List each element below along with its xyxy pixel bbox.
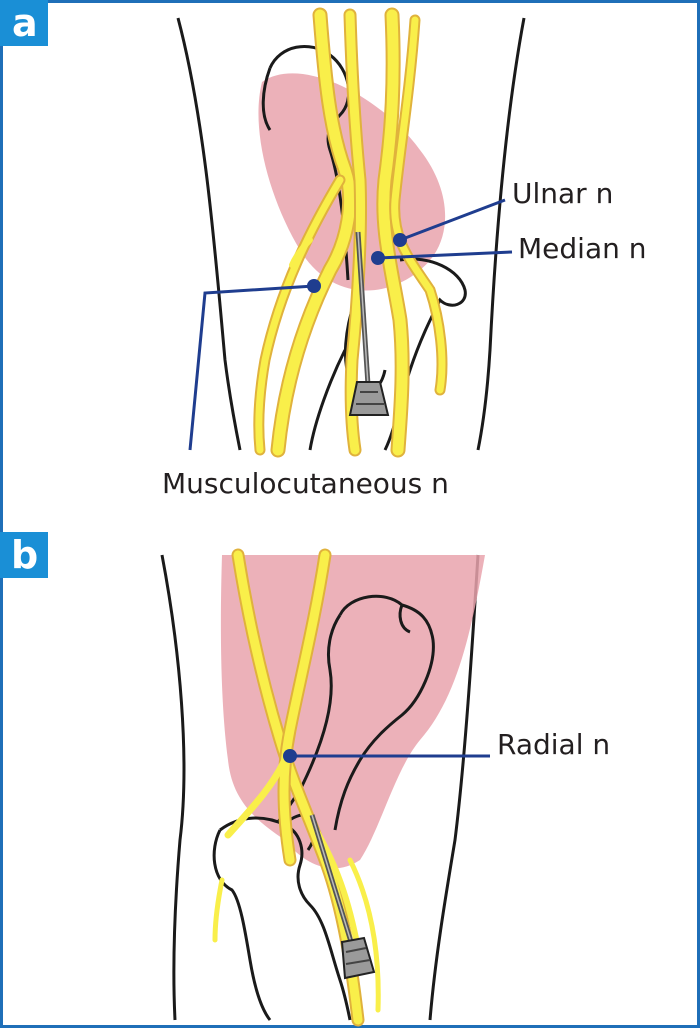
needle-highlight [311, 814, 353, 946]
nerve-branch-small [212, 877, 225, 943]
bone-line [308, 349, 347, 451]
ulnar-pointer-line [399, 198, 506, 242]
arm-outline-left [160, 554, 186, 1021]
needle-a [348, 231, 390, 416]
bone-lower-right [219, 816, 352, 1021]
musculo-pointer-line [188, 284, 315, 451]
needle-highlight [357, 231, 369, 386]
arm-outline-left [176, 17, 242, 451]
pointers-a [188, 198, 513, 451]
arm-outline-right [476, 17, 526, 451]
small-branch-nerve [289, 237, 313, 268]
tubercle [398, 604, 411, 634]
humeral-head-lower [261, 67, 272, 131]
arm-outline-right [428, 554, 480, 1021]
panel-b-letter: b [11, 533, 38, 577]
radial-dot [283, 749, 297, 763]
median-label: Median n [518, 232, 647, 265]
ulnar-label: Ulnar n [512, 177, 613, 210]
needle-hub-lines [345, 947, 371, 965]
panel-b: Radial n b [0, 532, 610, 1027]
nerve-bundle-a [253, 7, 448, 458]
needle-hub [340, 936, 376, 980]
musculocutaneous-label: Musculocutaneous n [162, 467, 449, 500]
bone-lower [212, 829, 272, 1021]
radial-label: Radial n [497, 728, 610, 761]
panel-b-badge [0, 532, 48, 578]
humeral-head [333, 594, 435, 831]
needle-hub-lines [356, 391, 384, 405]
lateral-branch-nerve [255, 176, 344, 454]
musculo-dot [307, 279, 321, 293]
panel-a-letter: a [12, 1, 38, 45]
needle-b [309, 814, 376, 980]
needle-hub [348, 381, 390, 416]
panel-a-badge [0, 0, 48, 46]
nerve-branch-small [224, 756, 289, 839]
nerve-branch [279, 550, 330, 865]
panel-a: Ulnar n Median n Musculocutaneous n a [0, 0, 647, 500]
humeral-head [268, 45, 351, 281]
ulnar-dot [393, 233, 407, 247]
nerve-branch-small [347, 857, 381, 1013]
median-pointer-line [377, 250, 513, 260]
radial-nerve [233, 550, 363, 1025]
median-dot [371, 251, 385, 265]
ulnar-nerve [378, 9, 408, 456]
musculocutaneous-nerve [272, 9, 356, 456]
